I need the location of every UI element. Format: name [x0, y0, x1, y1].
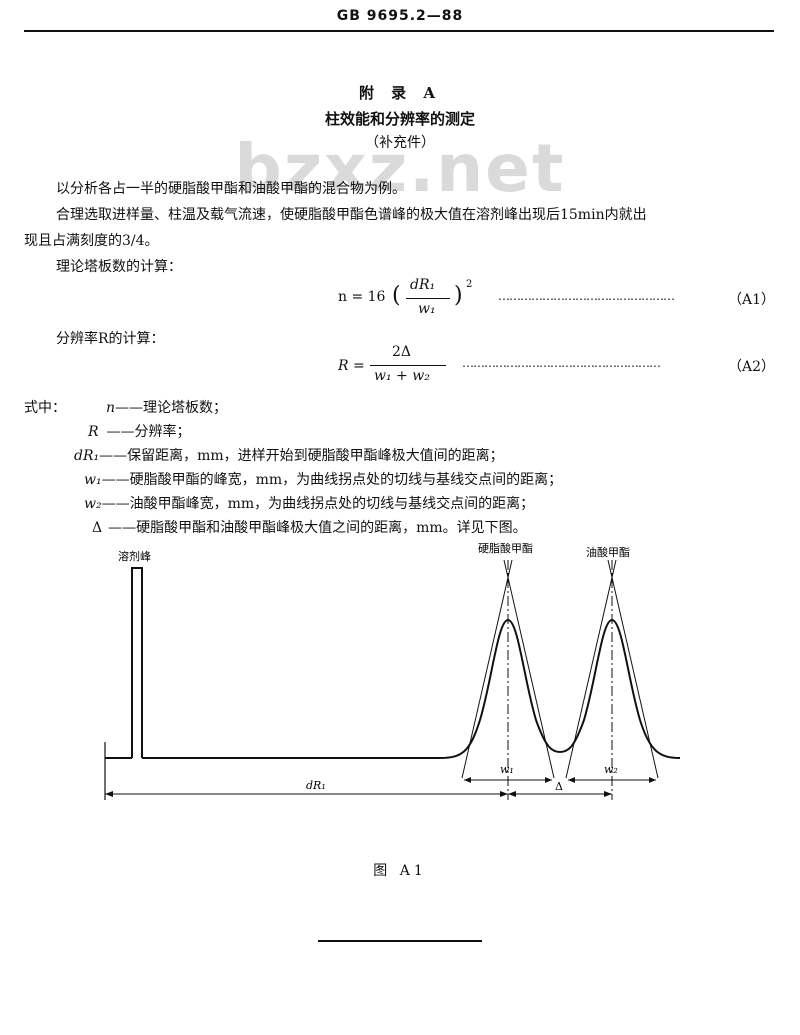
definitions-intro: 式中： [24, 400, 66, 416]
formula-a1: n = 16 ( dR₁ w₁ ) 2 ………………………………………… （A1… [330, 277, 775, 321]
solvent-peak [131, 567, 143, 758]
paragraph-example: 以分析各占一半的硬脂酸甲酯和油酸甲酯的混合物为例。 [56, 181, 406, 197]
formula-a2-fraction-bar [370, 365, 446, 366]
definition-w1: w₁——硬脂酸甲酯的峰宽，mm，为曲线拐点处的切线与基线交点间的距离； [84, 469, 562, 489]
w2-arrow-left [568, 777, 575, 783]
figure-caption: 图 A1 [373, 863, 427, 879]
formula-a2: R = 2Δ w₁ + w₂ ……………………………………………… （A2） [330, 344, 775, 388]
formula-a1-dots: ………………………………………… [498, 289, 675, 303]
definition-symbol: n [106, 400, 116, 416]
definition-r: R ——分辨率； [88, 421, 191, 441]
peak1-tangent-left [461, 559, 513, 779]
definition-text: ——保留距离，mm，进样开始到硬脂酸甲酯峰极大值间的距离； [99, 448, 504, 464]
formula-a2-dots: ……………………………………………… [462, 356, 661, 370]
paragraph-resolution: 分辨率R的计算： [56, 331, 165, 347]
oleate-peak-label: 油酸甲酯 [586, 545, 630, 559]
paragraph-conditions-line1: 合理选取进样量、柱温及载气流速，使硬脂酸甲酯色谱峰的极大值在溶剂峰出现后15mi… [56, 207, 647, 223]
definition-n: n——理论塔板数； [106, 397, 227, 417]
footer-rule [318, 940, 482, 942]
definition-symbol: Δ [92, 520, 103, 536]
w2-label: w₂ [604, 763, 618, 776]
w1-label: w₁ [500, 763, 514, 776]
w2-arrow-right [649, 777, 656, 783]
definition-symbol: R [88, 424, 99, 440]
header-rule [24, 30, 774, 32]
delta-arrow-left [508, 791, 516, 797]
definition-text: ——分辨率； [106, 424, 191, 440]
appendix-subtitle: 柱效能和分辨率的测定 [324, 110, 475, 128]
appendix-note: （补充件） [365, 135, 435, 151]
w1-arrow-left [464, 777, 471, 783]
appendix-title: 附 录 A [358, 84, 442, 102]
dr1-arrow-left [105, 791, 113, 797]
definition-dr1: dR₁——保留距离，mm，进样开始到硬脂酸甲酯峰极大值间的距离； [74, 445, 504, 465]
peak1-tangent-right [503, 559, 555, 779]
delta-label: Δ [555, 780, 563, 793]
peak2-tangent-right [607, 559, 659, 779]
dr1-label: dR₁ [306, 779, 326, 792]
formula-a1-paren-close: ) [454, 283, 463, 308]
solvent-peak-label: 溶剂峰 [118, 549, 151, 563]
formula-a1-power: 2 [466, 279, 473, 290]
paragraph-plate-number: 理论塔板数的计算： [56, 259, 182, 275]
paragraph-conditions-line2: 现且占满刻度的3/4。 [24, 233, 159, 249]
definition-symbol: dR₁ [74, 448, 100, 464]
definition-text: ——油酸甲酯峰宽，mm，为曲线拐点处的切线与基线交点间的距离； [101, 496, 535, 512]
page-header: GB 9695.2—88 [336, 8, 464, 24]
formula-a1-denominator: w₁ [418, 301, 436, 317]
formula-a2-tag: （A2） [728, 359, 776, 375]
formula-a1-numerator: dR₁ [410, 277, 436, 293]
stearate-peak-label: 硬脂酸甲酯 [478, 541, 533, 555]
formula-a2-numerator: 2Δ [392, 344, 412, 360]
dr1-arrow-right [500, 791, 508, 797]
w1-arrow-right [545, 777, 552, 783]
formula-a1-fraction-bar [406, 298, 450, 299]
chromatogram-figure: 溶剂峰 硬脂酸甲酯 油酸甲酯 w₁ w₂ dR₁ Δ [104, 541, 681, 800]
definition-text: ——硬脂酸甲酯的峰宽，mm，为曲线拐点处的切线与基线交点间的距离； [101, 472, 563, 488]
formula-a2-denominator: w₁ + w₂ [374, 368, 430, 384]
definition-symbol: w₁ [84, 472, 102, 488]
peak2-tangent-left [565, 559, 617, 779]
definition-text: ——理论塔板数； [115, 400, 228, 416]
definition-text: ——硬脂酸甲酯和油酸甲酯峰极大值之间的距离，mm。详见下图。 [108, 520, 527, 536]
definition-symbol: w₂ [84, 496, 102, 512]
definition-delta: Δ ——硬脂酸甲酯和油酸甲酯峰极大值之间的距离，mm。详见下图。 [92, 517, 527, 537]
formula-a1-tag: （A1） [728, 292, 776, 308]
formula-a1-lhs: n = 16 [338, 289, 386, 305]
formula-a1-paren-open: ( [392, 283, 401, 308]
watermark: bzxz.net [234, 130, 566, 207]
definition-w2: w₂——油酸甲酯峰宽，mm，为曲线拐点处的切线与基线交点间的距离； [84, 493, 534, 513]
formula-a2-lhs: R = [338, 358, 365, 374]
delta-arrow-right [604, 791, 612, 797]
chromatogram-trace [105, 618, 681, 759]
